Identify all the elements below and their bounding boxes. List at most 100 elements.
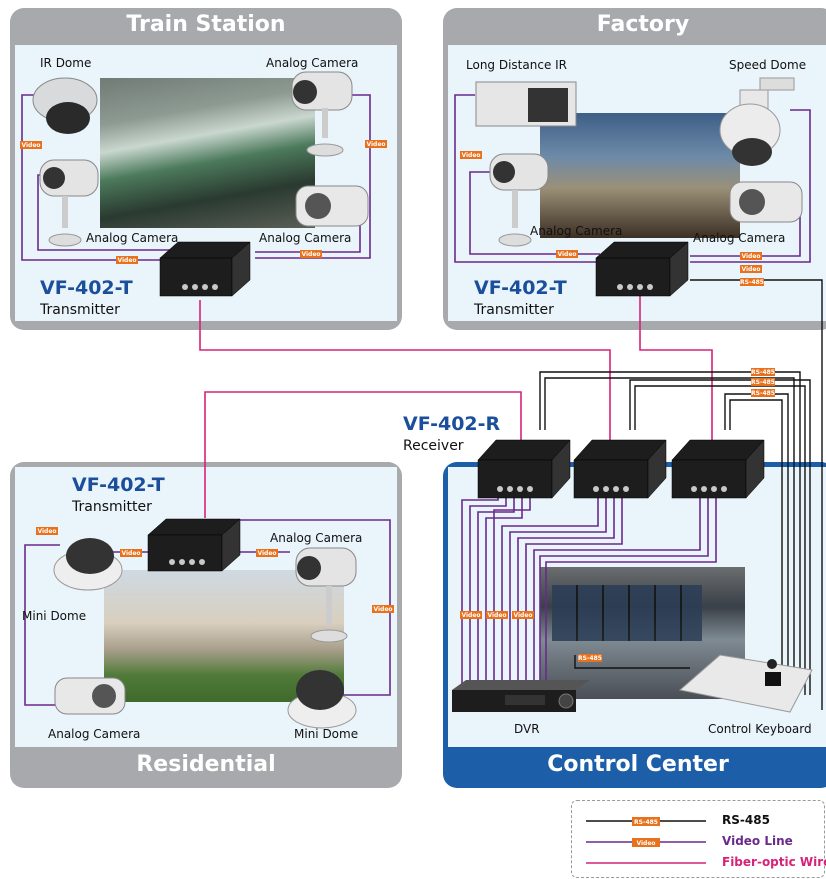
- svg-text:Video: Video: [636, 840, 655, 847]
- analog-camera-train-right: [295, 185, 369, 227]
- residential-title: Residential: [136, 752, 276, 777]
- svg-text:Video: Video: [37, 528, 56, 535]
- video-tag: Video: [120, 549, 142, 557]
- svg-text:RS-485: RS-485: [751, 379, 775, 386]
- analog-camera-residential-top: [295, 547, 357, 643]
- rs485-tag: RS-485: [751, 368, 775, 376]
- analog-camera-factory-right: [729, 181, 803, 223]
- label-dvr: DVR: [514, 722, 540, 736]
- role-receiver: Receiver: [403, 438, 464, 454]
- video-tag: Video: [740, 252, 762, 260]
- svg-text:Video: Video: [257, 550, 276, 557]
- control-keyboard-device: [678, 654, 813, 713]
- video-tag: Video: [116, 256, 138, 264]
- video-tag: Video: [740, 265, 762, 273]
- svg-text:Video: Video: [513, 612, 532, 619]
- rs485-tag: RS-485: [751, 378, 775, 386]
- ir-dome-camera: [32, 77, 98, 134]
- svg-text:Video: Video: [121, 550, 140, 557]
- label-analog-camera-residential-top: Analog Camera: [270, 531, 363, 545]
- fiber-residential-to-receiver: [204, 391, 522, 518]
- model-receiver: VF-402-R: [403, 413, 501, 435]
- factory-title: Factory: [596, 12, 690, 37]
- svg-text:RS-485: RS-485: [740, 279, 764, 286]
- label-mini-dome-right: Mini Dome: [294, 727, 359, 741]
- train-photo: [100, 78, 315, 228]
- svg-text:Video: Video: [21, 142, 40, 149]
- svg-text:Video: Video: [366, 141, 385, 148]
- fiber-train-to-receiver: [199, 300, 611, 460]
- video-tag: Video: [256, 549, 278, 557]
- model-transmitter-factory: VF-402-T: [474, 277, 567, 299]
- model-transmitter-train: VF-402-T: [40, 277, 133, 299]
- analog-camera-train-left: [39, 159, 99, 247]
- factory-photo: [540, 113, 740, 238]
- video-tag: Video: [372, 605, 394, 613]
- legend: RS-485 Video RS-485 Video Line Fiber-opt…: [571, 800, 826, 878]
- svg-text:Video: Video: [373, 606, 392, 613]
- label-analog-camera-train-right: Analog Camera: [259, 231, 352, 245]
- svg-text:Video: Video: [117, 257, 136, 264]
- video-tag: Video: [36, 527, 58, 535]
- rs485-tag: RS-485: [578, 654, 602, 662]
- transmitter-residential: [147, 518, 241, 572]
- role-transmitter-residential: Transmitter: [72, 499, 152, 515]
- svg-text:Video: Video: [557, 251, 576, 258]
- rs485-tag: RS-485: [740, 278, 764, 286]
- mini-dome-camera-right: [287, 670, 357, 729]
- svg-text:RS-485: RS-485: [751, 369, 775, 376]
- svg-text:RS-485: RS-485: [751, 390, 775, 397]
- label-analog-camera-factory-right: Analog Camera: [693, 231, 786, 245]
- role-transmitter-factory: Transmitter: [474, 302, 554, 318]
- svg-text:Video: Video: [487, 612, 506, 619]
- svg-text:RS-485: RS-485: [634, 819, 658, 826]
- legend-rs485: RS-485: [722, 813, 770, 827]
- video-tags: Video Video Video Video Video Video Vide…: [20, 140, 762, 619]
- svg-text:Video: Video: [461, 612, 480, 619]
- label-analog-camera-train-left: Analog Camera: [86, 231, 179, 245]
- transmitter-factory: [595, 241, 689, 297]
- long-distance-ir-camera: [475, 81, 577, 127]
- label-analog-camera-factory-left: Analog Camera: [530, 224, 623, 238]
- mini-dome-camera-left: [53, 538, 123, 591]
- video-tag: Video: [486, 611, 508, 619]
- svg-text:RS-485: RS-485: [578, 655, 602, 662]
- video-tag: Video: [20, 141, 42, 149]
- fiber-factory-to-receiver: [639, 292, 713, 455]
- control-center-title: Control Center: [547, 752, 729, 777]
- receiver-1: [477, 439, 571, 499]
- analog-camera-train-top: [291, 71, 353, 157]
- svg-text:Video: Video: [461, 152, 480, 159]
- legend-fiber-optic: Fiber-optic Wire: [722, 855, 826, 869]
- legend-video-line: Video Line: [722, 834, 793, 848]
- video-tag: Video: [460, 611, 482, 619]
- analog-camera-factory-left: [489, 153, 549, 247]
- label-analog-camera-train-top: Analog Camera: [266, 56, 359, 70]
- video-tag: Video: [556, 250, 578, 258]
- analog-camera-residential-bottom: [54, 677, 126, 715]
- receiver-3: [671, 439, 765, 499]
- label-ir-dome: IR Dome: [40, 56, 92, 70]
- rs485-tag: RS-485: [751, 389, 775, 397]
- video-tag: Video: [365, 140, 387, 148]
- legend-line-samples: RS-485 Video: [586, 817, 706, 864]
- svg-text:Video: Video: [741, 266, 760, 273]
- role-transmitter-train: Transmitter: [40, 302, 120, 318]
- svg-text:Video: Video: [741, 253, 760, 260]
- rs485-tags: RS-485 RS-485 RS-485 RS-485 RS-485: [578, 278, 775, 662]
- label-mini-dome-left: Mini Dome: [22, 609, 87, 623]
- svg-text:Video: Video: [301, 251, 320, 258]
- label-long-distance-ir: Long Distance IR: [466, 58, 568, 72]
- dvr-device: [452, 680, 590, 712]
- speed-dome-camera: [719, 77, 795, 166]
- video-tag: Video: [512, 611, 534, 619]
- receiver-2: [573, 439, 667, 499]
- label-control-keyboard: Control Keyboard: [708, 722, 812, 736]
- model-transmitter-residential: VF-402-T: [72, 474, 165, 496]
- label-analog-camera-residential-bottom: Analog Camera: [48, 727, 141, 741]
- label-speed-dome: Speed Dome: [729, 58, 807, 72]
- video-tag: Video: [300, 250, 322, 258]
- video-tag: Video: [460, 151, 482, 159]
